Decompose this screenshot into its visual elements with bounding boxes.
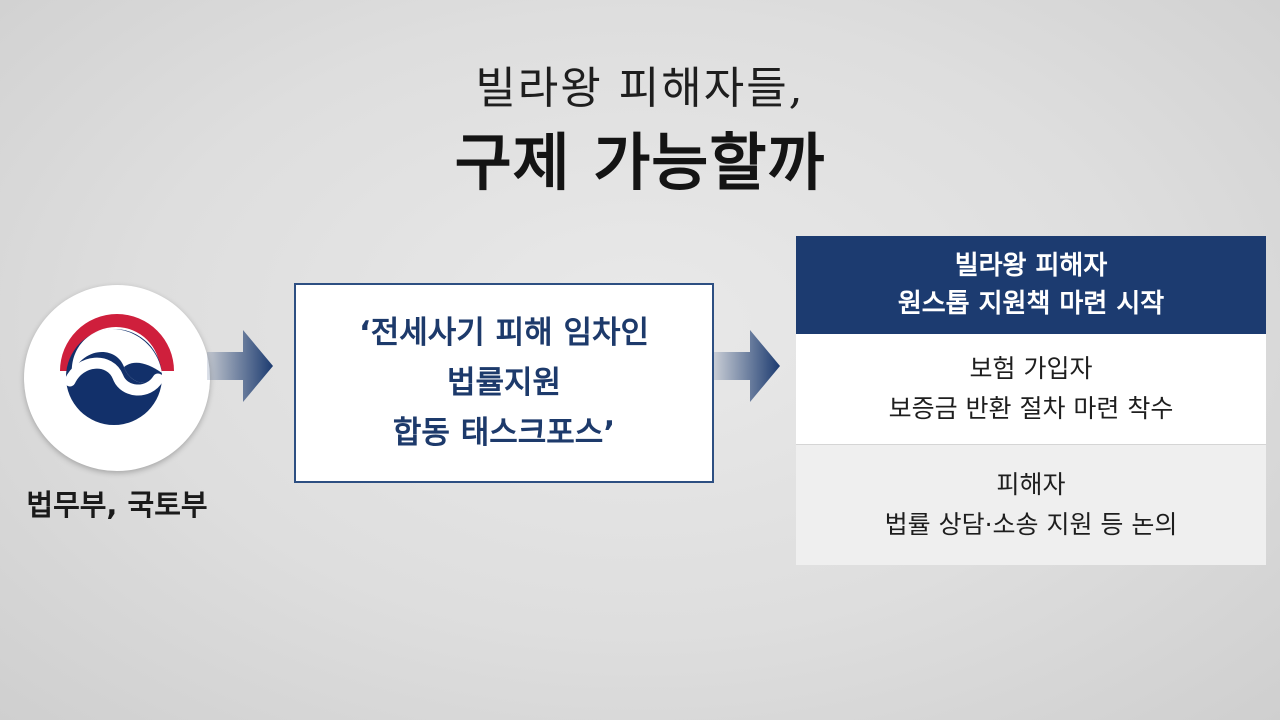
- taegeuk-emblem-icon: [60, 314, 174, 425]
- panel-header-line-2: 원스톱 지원책 마련 시작: [897, 289, 1165, 319]
- legal-support-line-2: 법률 상담·소송 지원 등 논의: [884, 510, 1178, 539]
- legal-support-line-1: 피해자: [996, 470, 1066, 499]
- arrow-right-icon: [714, 330, 780, 402]
- arrow-right-icon: [207, 330, 273, 402]
- headline-line-2: 구제 가능할까: [454, 126, 826, 199]
- legal-support-block: 피해자 법률 상담·소송 지원 등 논의: [796, 444, 1266, 565]
- agency-caption: 법무부, 국토부: [26, 488, 208, 522]
- insurance-measure-block: 보험 가입자 보증금 반환 절차 마련 착수: [796, 334, 1266, 444]
- support-measures-panel: 빌라왕 피해자 원스톱 지원책 마련 시작 보험 가입자 보증금 반환 절차 마…: [796, 236, 1266, 565]
- task-force-line-3: 합동 태스크포스’: [392, 415, 616, 451]
- government-emblem: [24, 285, 210, 471]
- headline-line-1: 빌라왕 피해자들,: [475, 63, 805, 114]
- panel-header-line-1: 빌라왕 피해자: [954, 251, 1108, 281]
- task-force-line-2: 법률지원: [446, 365, 562, 401]
- task-force-line-1: ‘전세사기 피해 임차인: [358, 315, 650, 351]
- insurance-measure-line-1: 보험 가입자: [969, 354, 1093, 383]
- insurance-measure-line-2: 보증금 반환 절차 마련 착수: [888, 394, 1174, 423]
- panel-header: 빌라왕 피해자 원스톱 지원책 마련 시작: [796, 236, 1266, 334]
- task-force-box: ‘전세사기 피해 임차인 법률지원 합동 태스크포스’: [294, 283, 714, 483]
